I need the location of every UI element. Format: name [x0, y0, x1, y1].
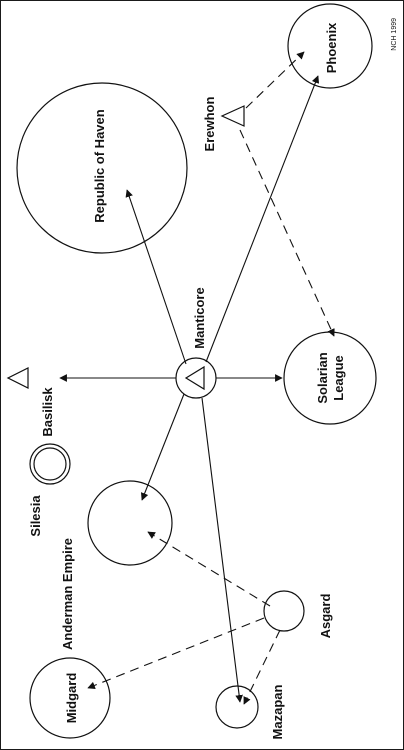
erewhon-label: Erewhon: [202, 96, 217, 151]
haven-circle: [16, 82, 188, 254]
solarian-label-line2: League: [331, 355, 346, 401]
basilisk-label: Basilisk: [40, 387, 55, 437]
dash-asgard-midgard: [87, 617, 265, 690]
phoenix-circle: [287, 3, 373, 89]
asgard-circle: [263, 590, 305, 632]
arrow-manticore-anderman: [140, 393, 185, 501]
silesia-circle: [29, 443, 71, 485]
solarian-label-line1: Solarian: [315, 352, 330, 403]
manticore-circle: [175, 357, 217, 399]
haven-label: Republic of Haven: [92, 109, 107, 222]
anderman-label: Anderman Empire: [60, 538, 75, 650]
midgard-label: Midgard: [64, 673, 79, 724]
midgard-circle: [29, 657, 111, 739]
anderman-empire-circle: [87, 480, 173, 566]
mazapan-label: Mazapan: [270, 684, 285, 739]
asgard-label: Asgard: [318, 594, 333, 639]
dash-erewhon-phoenix: [245, 51, 305, 109]
dash-erewhon-solarian: [239, 129, 335, 337]
mazapan-circle: [215, 685, 259, 729]
dash-asgard-mazapan: [243, 629, 281, 705]
solarian-league-circle: [283, 331, 377, 425]
basilisk-triangle: [6, 367, 29, 389]
arrow-manticore-haven: [125, 189, 187, 365]
phoenix-label: Phoenix: [324, 22, 339, 73]
silesia-inner-circle: [33, 447, 67, 481]
arrow-manticore-mazapan: [201, 397, 243, 703]
credit-label: NCH 1999: [391, 18, 398, 51]
arrow-manticore-phoenix: [205, 75, 320, 363]
silesia-label: Silesia: [28, 495, 43, 537]
manticore-triangle: [184, 365, 205, 391]
manticore-label: Manticore: [192, 287, 207, 348]
erewhon-triangle: [220, 105, 245, 127]
dash-asgard-anderman: [147, 531, 271, 607]
